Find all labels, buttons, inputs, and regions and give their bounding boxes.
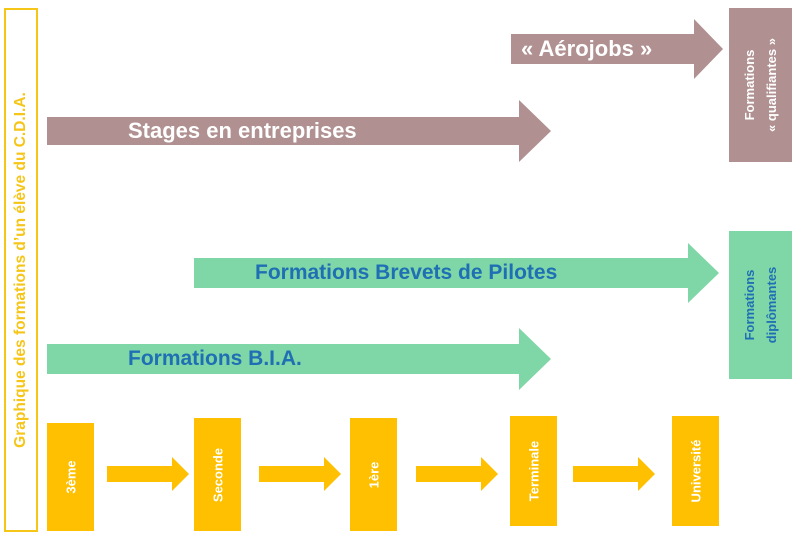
- diplomantes-line2: diplômantes: [763, 266, 779, 344]
- brevets-arrow-shape: [194, 243, 719, 303]
- stage-terminale: Terminale: [510, 416, 557, 526]
- stage-universite: Université: [672, 416, 719, 526]
- qualifiantes-line2: « qualifiantes »: [763, 38, 779, 132]
- stage-1ere: 1ère: [350, 418, 397, 531]
- qualifiantes-line1: Formations: [741, 49, 757, 121]
- diplomantes-line1: Formations: [741, 269, 757, 341]
- aerojobs-arrow: « Aérojobs »: [511, 19, 723, 79]
- stage-arrow-2: [259, 457, 341, 491]
- aerojobs-label: « Aérojobs »: [521, 36, 653, 61]
- side-title-box: Graphique des formations d’un élève du C…: [4, 8, 38, 532]
- stage-label: Université: [688, 439, 703, 503]
- stage-label: Terminale: [526, 440, 541, 502]
- brevets-label: Formations Brevets de Pilotes: [255, 261, 558, 284]
- bia-label: Formations B.I.A.: [128, 347, 302, 370]
- stage-arrow-shape: [573, 457, 655, 491]
- diplomantes-text: Formations diplômantes: [739, 267, 783, 344]
- stage-3eme: 3ème: [47, 423, 94, 531]
- stage-arrow-1: [107, 457, 189, 491]
- stage-arrow-4: [573, 457, 655, 491]
- stages-label: Stages en entreprises: [128, 118, 357, 143]
- diplomantes-box: Formations diplômantes: [729, 231, 792, 379]
- bia-arrow: Formations B.I.A.: [47, 328, 551, 390]
- bia-arrow-shape: [47, 328, 551, 390]
- stage-arrow-shape: [107, 457, 189, 491]
- stage-seconde: Seconde: [194, 418, 241, 531]
- stage-arrow-3: [416, 457, 498, 491]
- stages-arrow: Stages en entreprises: [47, 100, 551, 162]
- side-title: Graphique des formations d’un élève du C…: [12, 92, 29, 448]
- stages-arrow-shape: [47, 100, 551, 162]
- stage-label: 3ème: [63, 460, 78, 494]
- stage-arrow-shape: [416, 457, 498, 491]
- qualifiantes-box: Formations « qualifiantes »: [729, 8, 792, 162]
- brevets-arrow: Formations Brevets de Pilotes: [194, 243, 719, 303]
- qualifiantes-text: Formations « qualifiantes »: [739, 38, 783, 132]
- aerojobs-arrow-shape: [511, 19, 723, 79]
- stage-label: 1ère: [366, 461, 381, 488]
- stage-arrow-shape: [259, 457, 341, 491]
- stage-label: Seconde: [210, 447, 225, 502]
